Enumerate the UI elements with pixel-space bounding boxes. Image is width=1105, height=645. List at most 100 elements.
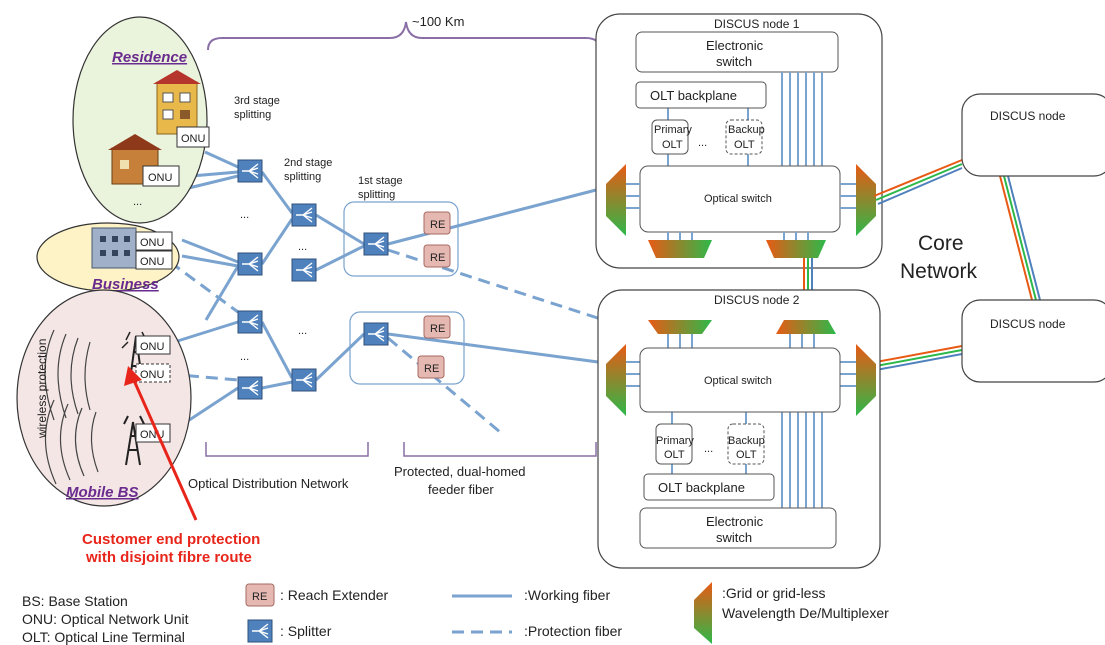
legend-bs: BS: Base Station — [22, 593, 128, 609]
second-stage-label: 2nd stage — [284, 157, 332, 169]
onu-label: ONU — [140, 369, 165, 381]
splitter-icon — [291, 258, 317, 282]
legend-mux-2: Wavelength De/Multiplexer — [722, 605, 889, 621]
third-stage-label-2: splitting — [234, 109, 271, 121]
residence-ellipsis: ... — [133, 196, 142, 208]
onu-residence-2 — [142, 165, 180, 187]
legend-olt: OLT: Optical Line Terminal — [22, 629, 185, 645]
legend-re: : Reach Extender — [280, 587, 389, 603]
distance-label: ~100 Km — [412, 14, 464, 29]
legend-splitter-icon — [247, 619, 273, 643]
node-2-title: DISCUS node 2 — [714, 293, 800, 307]
primary-olt-1 — [651, 119, 689, 155]
onu-business-2 — [135, 250, 173, 270]
svg-text:RE: RE — [424, 363, 439, 375]
backup-olt-label: Backup — [728, 435, 765, 447]
annotation-text-2: with disjoint fibre route — [85, 549, 252, 566]
mux-links — [626, 183, 856, 240]
onu-label: ONU — [148, 172, 173, 184]
olt-backplane-label: OLT backplane — [650, 88, 737, 103]
first-stage-label-2: splitting — [358, 189, 395, 201]
splitter-icon — [237, 376, 263, 400]
mux-icon — [606, 164, 626, 236]
electronic-switch-label-2: switch — [716, 530, 752, 545]
onu-label: ONU — [140, 256, 165, 268]
feeder-label-2: feeder fiber — [428, 482, 494, 497]
feeder-bracket — [403, 442, 597, 457]
mux-icon — [856, 164, 876, 236]
splitter-ellipsis: ... — [298, 325, 307, 337]
olt-backplane-label: OLT backplane — [658, 480, 745, 495]
backup-olt-label: Backup — [728, 124, 765, 136]
odn-bracket — [205, 442, 369, 457]
splitter-icon — [237, 252, 263, 276]
optical-switch-label: Optical switch — [704, 375, 772, 387]
splitter-icon — [291, 368, 317, 392]
wireless-protection-label: wireless protection — [35, 339, 49, 439]
legend-working: :Working fiber — [524, 587, 610, 603]
primary-olt-label: Primary — [654, 124, 692, 136]
onu-label: ONU — [140, 341, 165, 353]
splitter-icon — [291, 203, 317, 227]
node-1-title: DISCUS node 1 — [714, 17, 800, 31]
svg-text:RE: RE — [252, 591, 267, 603]
primary-olt-label-2: OLT — [664, 449, 685, 461]
primary-olt-label: Primary — [656, 435, 694, 447]
onu-business-1 — [135, 231, 173, 251]
discus-node-right-top-label: DISCUS node — [990, 109, 1066, 123]
backup-olt-1 — [725, 119, 763, 155]
electronic-switch-label: Electronic — [706, 38, 764, 53]
reach-extender: RE — [423, 315, 451, 339]
third-stage-label: 3rd stage — [234, 95, 280, 107]
reach-extender: RE — [423, 211, 451, 235]
odn-label: Optical Distribution Network — [188, 476, 349, 491]
splitter-ellipsis: ... — [240, 209, 249, 221]
reach-extender: RE — [423, 244, 451, 268]
legend-onu: ONU: Optical Network Unit — [22, 611, 189, 627]
annotation-text: Customer end protection — [82, 531, 260, 548]
onu-mobile-2 — [135, 363, 171, 383]
reach-extender: RE — [417, 355, 445, 379]
annotation-arrowhead — [124, 366, 142, 386]
discus-node-right-top — [961, 93, 1105, 177]
splitter-icon — [363, 322, 389, 346]
svg-text:RE: RE — [430, 252, 445, 264]
house-icon — [153, 70, 201, 135]
residence-title: Residence — [112, 49, 187, 66]
onu-label: ONU — [181, 133, 206, 145]
core-network-label-2: Network — [900, 260, 978, 283]
electronic-switch-label: Electronic — [706, 514, 764, 529]
electronic-switch-2 — [639, 507, 837, 549]
core-network-label: Core — [918, 232, 964, 255]
feeder-label: Protected, dual-homed — [394, 464, 526, 479]
olt-backplane-2 — [643, 473, 775, 501]
legend-protection: :Protection fiber — [524, 623, 622, 639]
onu-mobile-1 — [135, 335, 171, 355]
distance-brace — [207, 21, 601, 51]
first-stage-cabinet-1 — [343, 201, 459, 277]
mux-icon — [856, 344, 876, 416]
electronic-switch-1 — [635, 31, 839, 73]
optical-switch-label: Optical switch — [704, 193, 772, 205]
onu-residence-1 — [176, 126, 210, 148]
legend-mux-icon — [694, 582, 712, 644]
node-1-vertical-fibers — [667, 72, 823, 166]
backup-olt-label-2: OLT — [734, 139, 755, 151]
first-stage-cabinet-2 — [349, 311, 465, 385]
splitter-ellipsis: ... — [240, 351, 249, 363]
onu-label: ONU — [140, 237, 165, 249]
annotation-arrow — [130, 375, 198, 521]
primary-olt-2 — [655, 423, 693, 465]
backup-olt-label-2: OLT — [736, 449, 757, 461]
olt-ellipsis: ... — [698, 137, 707, 149]
olt-backplane-1 — [635, 81, 767, 109]
splitter-icon — [237, 310, 263, 334]
legend-splitter: : Splitter — [280, 623, 332, 639]
mux-icon — [776, 320, 836, 334]
mux-icon — [648, 240, 712, 258]
svg-text:RE: RE — [430, 219, 445, 231]
discus-node-right-bottom — [961, 299, 1105, 383]
mux-icon — [766, 240, 826, 258]
olt-ellipsis: ... — [704, 443, 713, 455]
